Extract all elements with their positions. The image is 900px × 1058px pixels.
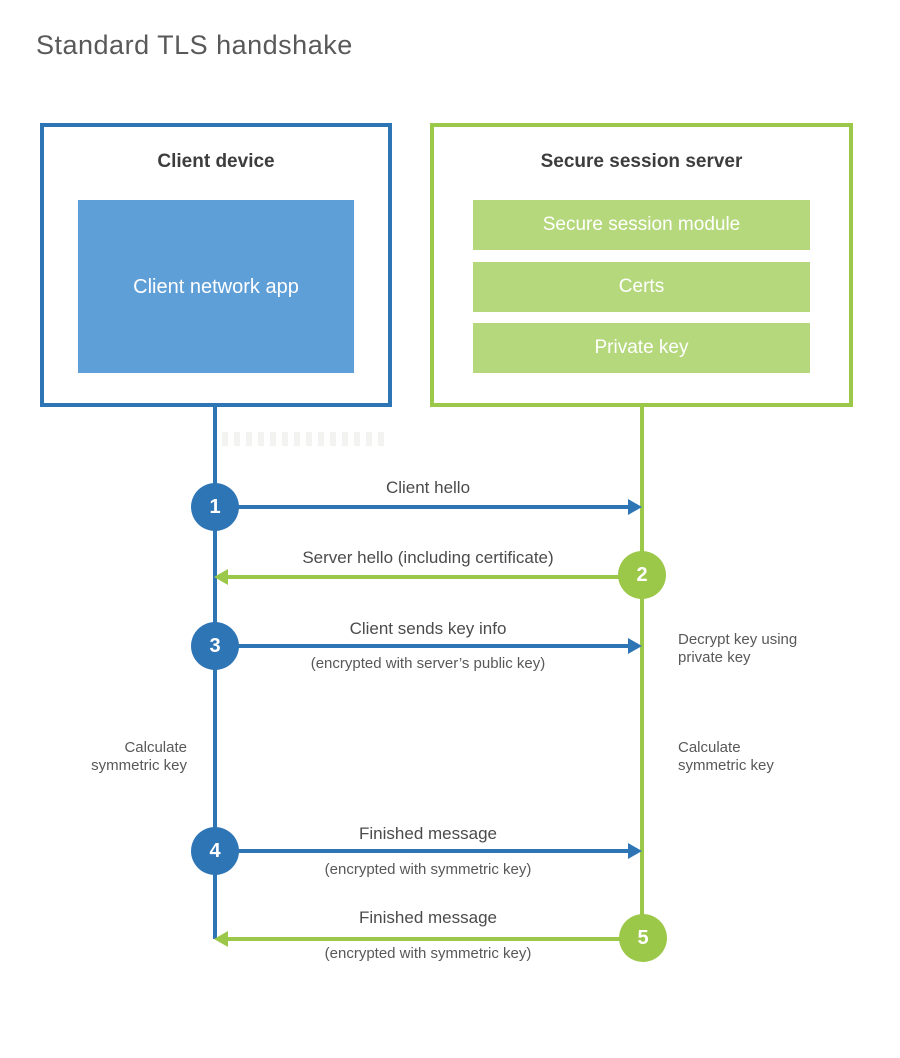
note-decrypt-key: Decrypt key using private key — [678, 631, 797, 667]
message-sublabel-finished-client: (encrypted with symmetric key) — [324, 861, 532, 878]
message-sublabel-finished-server: (encrypted with symmetric key) — [324, 945, 532, 962]
note-line: symmetric key — [678, 757, 774, 774]
client-network-app-box: Client network app — [78, 200, 354, 373]
client-network-app-label: Client network app — [133, 275, 299, 298]
note-line: Calculate — [678, 739, 741, 756]
note-line: Calculate — [124, 739, 187, 756]
client-device-box: Client device Client network app — [40, 123, 392, 407]
server-module-secure-session: Secure session module — [473, 200, 810, 250]
note-line: Decrypt key using — [678, 631, 798, 648]
arrow-finished-client — [215, 849, 630, 853]
server-lifeline — [640, 407, 644, 938]
message-sublabel-key-info: (encrypted with server’s public key) — [310, 655, 546, 672]
step-circle-3: 3 — [191, 622, 239, 670]
faint-dash-row — [222, 432, 388, 446]
arrowhead-left-icon — [214, 931, 228, 947]
arrow-finished-server — [228, 937, 642, 941]
step-circle-5: 5 — [619, 914, 667, 962]
client-device-title: Client device — [157, 151, 275, 172]
arrowhead-right-icon — [628, 843, 642, 859]
arrow-server-hello — [228, 575, 642, 579]
message-label-finished-server: Finished message — [359, 908, 497, 927]
message-label-client-hello: Client hello — [385, 478, 471, 497]
note-calculate-symmetric-key-client: Calculate symmetric key — [57, 739, 187, 775]
secure-session-server-title: Secure session server — [540, 151, 743, 172]
arrowhead-right-icon — [628, 499, 642, 515]
secure-session-server-box: Secure session server Secure session mod… — [430, 123, 853, 407]
step-circle-4: 4 — [191, 827, 239, 875]
note-line: private key — [678, 649, 751, 666]
message-label-key-info: Client sends key info — [349, 619, 507, 638]
server-module-certs: Certs — [473, 262, 810, 312]
arrow-client-hello — [215, 505, 630, 509]
server-module-private-key: Private key — [473, 323, 810, 373]
arrowhead-right-icon — [628, 638, 642, 654]
message-label-finished-client: Finished message — [359, 824, 497, 843]
message-label-server-hello: Server hello (including certificate) — [302, 548, 554, 567]
note-line: symmetric key — [91, 757, 187, 774]
note-calculate-symmetric-key-server: Calculate symmetric key — [678, 739, 774, 775]
client-lifeline — [213, 407, 217, 939]
arrow-client-key-info — [215, 644, 630, 648]
arrowhead-left-icon — [214, 569, 228, 585]
step-circle-2: 2 — [618, 551, 666, 599]
page-title: Standard TLS handshake — [36, 30, 353, 60]
step-circle-1: 1 — [191, 483, 239, 531]
